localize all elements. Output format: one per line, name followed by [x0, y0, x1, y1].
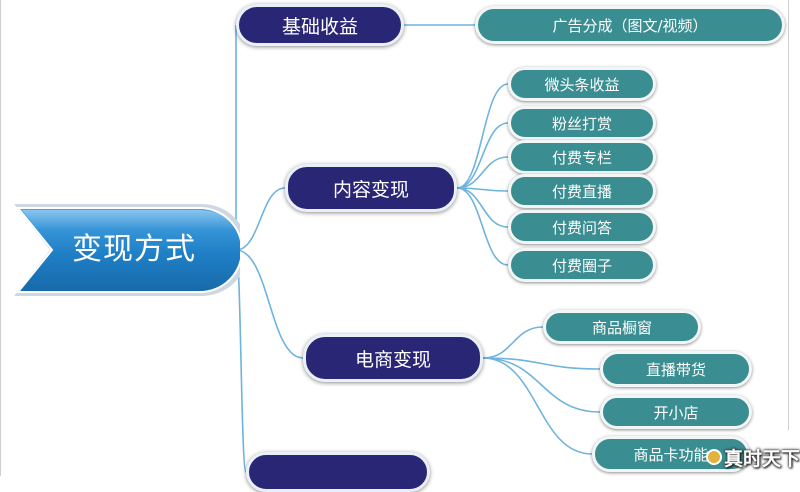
branch-node-1: 基础收益: [236, 4, 404, 46]
root-shape: [14, 204, 240, 296]
leaf-node: 付费直播: [508, 174, 656, 208]
leaf-node: 直播带货: [600, 351, 752, 387]
leaf-node: 付费问答: [508, 210, 656, 244]
leaf-node: 商品橱窗: [543, 310, 701, 344]
leaf-node: 粉丝打赏: [508, 106, 656, 140]
branch-to-leaf-line: [482, 357, 601, 413]
watermark-logo-icon: [706, 449, 722, 465]
branch-to-leaf-line: [482, 357, 593, 455]
branch-to-leaf-line: [482, 326, 544, 359]
branch-to-leaf-line: [456, 83, 509, 189]
root-to-branch-line: [235, 187, 286, 251]
leaf-node: 商品卡功能: [592, 436, 750, 472]
frame-left-edge: [0, 0, 1, 476]
branch-to-leaf-line: [456, 122, 509, 189]
leaf-node: 微头条收益: [508, 67, 656, 101]
branch-to-leaf-line: [482, 357, 601, 370]
frame-right-edge: [788, 0, 789, 430]
leaf-node: 付费圈子: [508, 248, 656, 282]
leaf-node: 开小店: [600, 395, 752, 429]
branch-to-leaf-line: [456, 156, 509, 189]
root-node: 变现方式: [12, 200, 240, 300]
connector-lines: [235, 24, 601, 473]
leaf-node: 付费专栏: [508, 140, 656, 174]
branch-node-3: 电商变现: [303, 334, 483, 382]
branch-node-2: 内容变现: [285, 164, 457, 212]
leaf-node: 广告分成（图文/视频）: [475, 6, 785, 44]
root-to-branch-line: [235, 249, 304, 359]
watermark-text: 真时天下: [724, 447, 800, 470]
branch-to-leaf-line: [456, 187, 509, 228]
branch-node-4: [246, 452, 430, 492]
branch-to-leaf-line: [456, 187, 509, 266]
watermark: 真时天下: [706, 442, 800, 472]
root-label: 变现方式: [72, 232, 196, 267]
